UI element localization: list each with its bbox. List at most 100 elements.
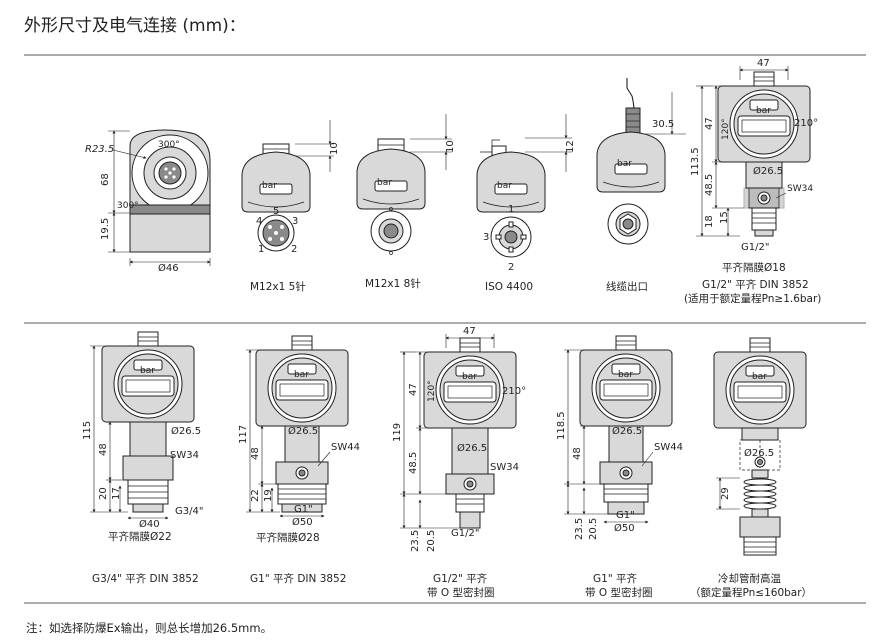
- dim-dia50-g1-oring: Ø50: [614, 522, 635, 534]
- dim-47-width: 47: [757, 58, 770, 69]
- dim-48-g1: 48: [250, 447, 261, 460]
- sw44-label-g1-oring: SW44: [654, 442, 683, 453]
- dim-23-5-g1-oring: 23.5: [574, 518, 585, 540]
- dim-dia46: Ø46: [158, 262, 179, 274]
- dim-r23-5: R23.5: [85, 144, 114, 155]
- g34-flush-diagram: 115 48 20 17 Ø26.5 SW34 G3/4" Ø40 平齐隔膜Ø2…: [82, 331, 203, 585]
- dim-48-5-oring: 48.5: [408, 452, 419, 474]
- thread-g1: G1": [294, 504, 313, 515]
- dim-20: 20: [98, 487, 109, 500]
- caption-g1-oring-2: 带 O 型密封圈: [585, 586, 652, 599]
- dim-dia26-5-g1: Ø26.5: [288, 425, 318, 437]
- angle-left: 300°: [117, 201, 139, 211]
- angle-210: 210°: [794, 118, 818, 129]
- dim-23-5-oring: 23.5: [410, 530, 421, 552]
- m12-5pin-diagram: bar 10 4 5 3 1 2 M12x1 5针: [241, 120, 340, 293]
- caption-cooling-1: 冷却管耐高温: [718, 572, 781, 585]
- pin-3: 3: [292, 216, 298, 227]
- thread-g12-oring: G1/2": [451, 528, 479, 539]
- thread-g1-oring: G1": [616, 510, 635, 521]
- g1-oring-diagram: 118.5 48 23.5 20.5 Ø26.5 SW44 G1" Ø50 G1…: [556, 335, 683, 599]
- caption-g1: G1" 平齐 DIN 3852: [250, 572, 346, 585]
- dim-29: 29: [720, 487, 731, 500]
- m12-8pin-diagram: bar 10 M12x1 8针: [356, 114, 456, 290]
- dim-68: 68: [100, 173, 111, 186]
- caption-m12-5pin: M12x1 5针: [250, 280, 306, 293]
- caption-g34: G3/4" 平齐 DIN 3852: [92, 572, 199, 585]
- pin-5: 5: [273, 206, 279, 217]
- cooling-pipe-diagram: Ø26.5 29 冷却管耐高温 （额定量程Pn≤160bar）: [690, 337, 812, 599]
- caption-g1-oring-1: G1" 平齐: [593, 572, 637, 585]
- caption-diaph-18: 平齐隔膜Ø18: [722, 261, 786, 274]
- angle-120: 120°: [721, 118, 731, 140]
- dim-30-5-cable: 30.5: [652, 119, 674, 130]
- svg-text:bar: bar: [756, 106, 771, 116]
- caption-m12-8pin: M12x1 8针: [365, 277, 421, 290]
- svg-text:bar: bar: [617, 159, 632, 169]
- g12-flush-diagram: 47 47 120° 210° 113.5 48.5 18 15 Ø26.5 S…: [684, 58, 821, 305]
- iso-pin-1: 1: [508, 204, 514, 215]
- g12-oring-diagram: 47 47 120° 210° 119 48.5 23.5 20.5 Ø26.5…: [392, 326, 526, 599]
- svg-text:bar: bar: [497, 181, 512, 191]
- sw34-label-oring: SW34: [490, 462, 519, 473]
- thread-g34: G3/4": [175, 506, 203, 517]
- svg-text:bar: bar: [752, 372, 767, 382]
- pin-4: 4: [256, 216, 262, 227]
- dim-119: 119: [392, 423, 403, 442]
- dim-48-g1-oring: 48: [572, 447, 583, 460]
- dim-15: 15: [719, 211, 730, 224]
- svg-text:bar: bar: [618, 370, 633, 380]
- cable-outlet-diagram: bar 30.5 线缆出口: [596, 78, 686, 293]
- sw34-label: SW34: [787, 184, 813, 194]
- g1-flush-diagram: 117 48 22 19 Ø26.5 SW44 G1" Ø50 平齐隔膜Ø28 …: [238, 335, 360, 585]
- sw34-label-g34: SW34: [170, 450, 199, 461]
- dim-10-m12-5: 10: [329, 142, 340, 155]
- dim-dia40: Ø40: [139, 518, 160, 530]
- pin-1: 1: [258, 244, 264, 255]
- dim-dia50-g1: Ø50: [292, 516, 313, 528]
- dim-113-5: 113.5: [690, 147, 701, 176]
- unit-label: bar: [262, 181, 277, 191]
- caption-cable-outlet: 线缆出口: [606, 280, 648, 293]
- sw44-label-g1: SW44: [331, 442, 360, 453]
- dim-47-height: 47: [704, 117, 715, 130]
- dim-dia26-5: Ø26.5: [753, 165, 783, 177]
- dim-118-5: 118.5: [556, 411, 567, 440]
- caption-g12-oring-1: G1/2" 平齐: [433, 572, 488, 585]
- dim-48-5: 48.5: [704, 174, 715, 196]
- dim-115: 115: [82, 421, 93, 440]
- dim-117: 117: [238, 425, 249, 444]
- iso-pin-3: 3: [483, 232, 489, 243]
- dim-48-g34: 48: [98, 443, 109, 456]
- dim-12-iso: 12: [565, 140, 576, 153]
- dim-dia26-5-cooling: Ø26.5: [744, 447, 774, 459]
- dim-10-m12-8: 10: [445, 140, 456, 153]
- thread-g12: G1/2": [741, 242, 769, 253]
- pin-2: 2: [291, 244, 297, 255]
- svg-text:bar: bar: [377, 178, 392, 188]
- page-title: 外形尺寸及电气连接 (mm)：: [24, 16, 246, 36]
- caption-diaph-22: 平齐隔膜Ø22: [108, 530, 172, 543]
- footnote: 注：如选择防爆Ex输出，则总长增加26.5mm。: [26, 621, 273, 635]
- angle-120-oring: 120°: [427, 380, 437, 402]
- caption-iso4400: ISO 4400: [485, 281, 533, 293]
- side-view-diagram: 68 19.5 Ø46 R23.5 300° 300°: [85, 129, 211, 274]
- dim-20-5-oring: 20.5: [426, 530, 437, 552]
- caption-g12-oring-2: 带 O 型密封圈: [427, 586, 494, 599]
- iso4400-diagram: bar 12 1 3 2 ISO 4400: [476, 114, 576, 293]
- dim-20-5-g1-oring: 20.5: [588, 518, 599, 540]
- svg-text:bar: bar: [294, 370, 309, 380]
- dim-19-5: 19.5: [100, 218, 111, 240]
- dim-dia26-5-g34: Ø26.5: [171, 425, 201, 437]
- dim-47-width-oring: 47: [463, 326, 476, 337]
- caption-cooling-2: （额定量程Pn≤160bar）: [690, 586, 812, 599]
- angle-top: 300°: [158, 140, 180, 150]
- dim-18: 18: [704, 215, 715, 228]
- iso-pin-2: 2: [508, 262, 514, 273]
- dim-47-height-oring: 47: [408, 383, 419, 396]
- angle-210-oring: 210°: [502, 386, 526, 397]
- caption-range: (适用于额定量程Pn≥1.6bar): [684, 292, 821, 305]
- dim-dia26-5-g1-oring: Ø26.5: [612, 425, 642, 437]
- svg-text:bar: bar: [462, 372, 477, 382]
